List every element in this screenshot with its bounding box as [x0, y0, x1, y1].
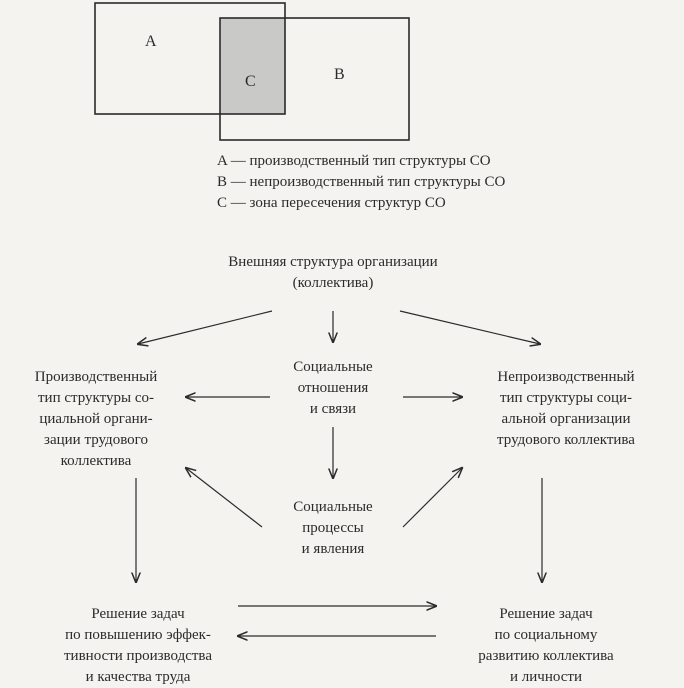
arrow-middle-to-left — [186, 468, 263, 528]
box-b — [219, 17, 410, 141]
overlap-zone-c — [220, 18, 285, 114]
label-a: A — [145, 33, 157, 50]
arrow-top-to-right — [399, 310, 540, 344]
legend-b: B — непроизводственный тип структуры СО — [217, 174, 506, 190]
node-social-development-tasks: Решение задач по социальному развитию ко… — [478, 606, 614, 685]
arrow-middle-to-right — [402, 468, 462, 528]
box-a — [94, 2, 286, 115]
node-nonproduction-type: Непроизводственный тип структуры соци- а… — [497, 369, 635, 448]
arrow-top-to-left — [138, 310, 273, 344]
node-social-processes: Социальные процессы и явления — [293, 499, 373, 557]
label-b: B — [334, 66, 345, 83]
legend-c: C — зона пересечения структур СО — [217, 195, 446, 211]
node-production-type: Производственный тип структуры со- циаль… — [34, 369, 158, 469]
label-c: C — [245, 73, 256, 90]
node-external-structure: Внешняя структура организации (коллектив… — [228, 254, 438, 291]
legend-a: A — производственный тип структуры СО — [217, 153, 491, 169]
node-social-relations: Социальные отношения и связи — [293, 359, 373, 417]
node-production-efficiency-tasks: Решение задач по повышению эффек- тивнос… — [64, 606, 212, 685]
